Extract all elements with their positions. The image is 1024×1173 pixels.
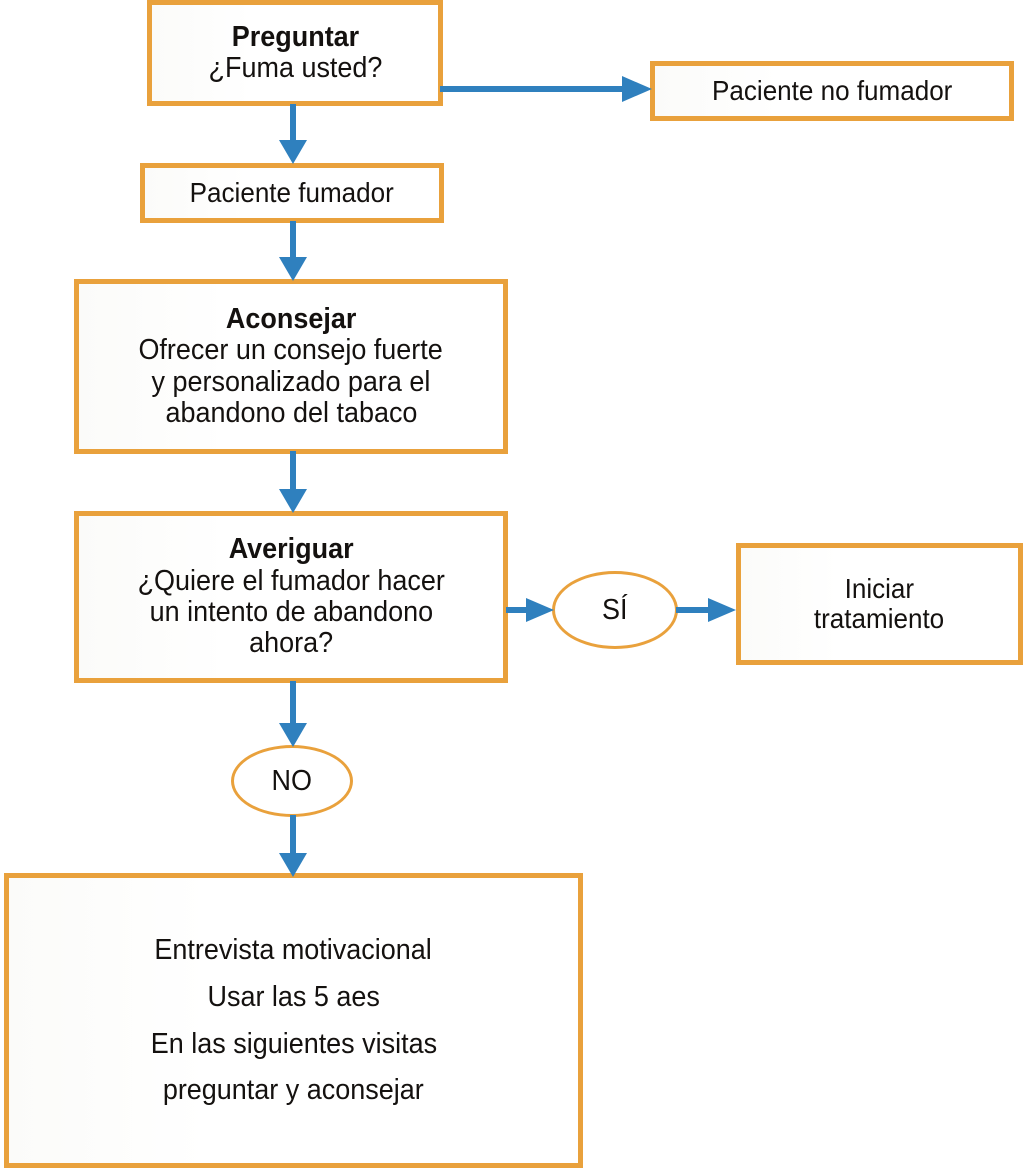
decision-no[interactable]: NO [231,745,353,817]
arrow-preguntar-to-paciente-fumador [277,104,309,166]
node-preguntar[interactable]: Preguntar ¿Fuma usted? [147,0,443,106]
node-aconsejar-line2: Ofrecer un consejo fuerte [138,334,444,367]
node-iniciar-tratamiento-line2: tratamiento [814,603,945,634]
arrow-no-to-entrevista [277,815,309,879]
node-averiguar-header: Averiguar [228,533,354,566]
arrow-preguntar-to-paciente-no-fumador [440,74,654,104]
decision-si[interactable]: SÍ [552,571,678,649]
node-aconsejar-header: Aconsejar [225,302,357,335]
node-preguntar-question: ¿Fuma usted? [208,52,382,84]
node-iniciar-tratamiento[interactable]: Iniciar tratamiento [736,543,1023,665]
node-paciente-no-fumador[interactable]: Paciente no fumador [650,61,1014,121]
node-averiguar-line4: ahora? [249,627,333,660]
node-aconsejar-line3: y personalizado para el [151,365,431,398]
node-entrevista-motivacional[interactable]: Entrevista motivacional Usar las 5 aes E… [4,873,583,1168]
decision-si-label: SÍ [602,593,628,626]
node-entrevista-line4: preguntar y aconsejar [163,1074,424,1107]
node-averiguar[interactable]: Averiguar ¿Quiere el fumador hacer un in… [74,511,508,683]
node-aconsejar-line4: abandono del tabaco [165,396,417,429]
node-paciente-fumador[interactable]: Paciente fumador [140,163,444,223]
node-entrevista-line3: En las siguientes visitas [150,1027,437,1060]
node-aconsejar[interactable]: Aconsejar Ofrecer un consejo fuerte y pe… [74,279,508,454]
arrow-averiguar-to-no [277,681,309,749]
node-paciente-no-fumador-label: Paciente no fumador [711,74,953,106]
node-paciente-fumador-label: Paciente fumador [189,176,395,208]
node-preguntar-header: Preguntar [231,20,359,53]
decision-no-label: NO [271,764,313,797]
node-entrevista-line2: Usar las 5 aes [207,980,380,1013]
arrow-aconsejar-to-averiguar [277,451,309,515]
arrow-averiguar-to-si [506,595,556,625]
node-averiguar-line2: ¿Quiere el fumador hacer [137,564,445,597]
node-entrevista-line1: Entrevista motivacional [154,933,433,966]
arrow-paciente-fumador-to-aconsejar [277,221,309,283]
node-averiguar-line3: un intento de abandono [149,596,433,628]
node-iniciar-tratamiento-line1: Iniciar [844,572,915,604]
arrow-si-to-iniciar-tratamiento [676,595,738,625]
